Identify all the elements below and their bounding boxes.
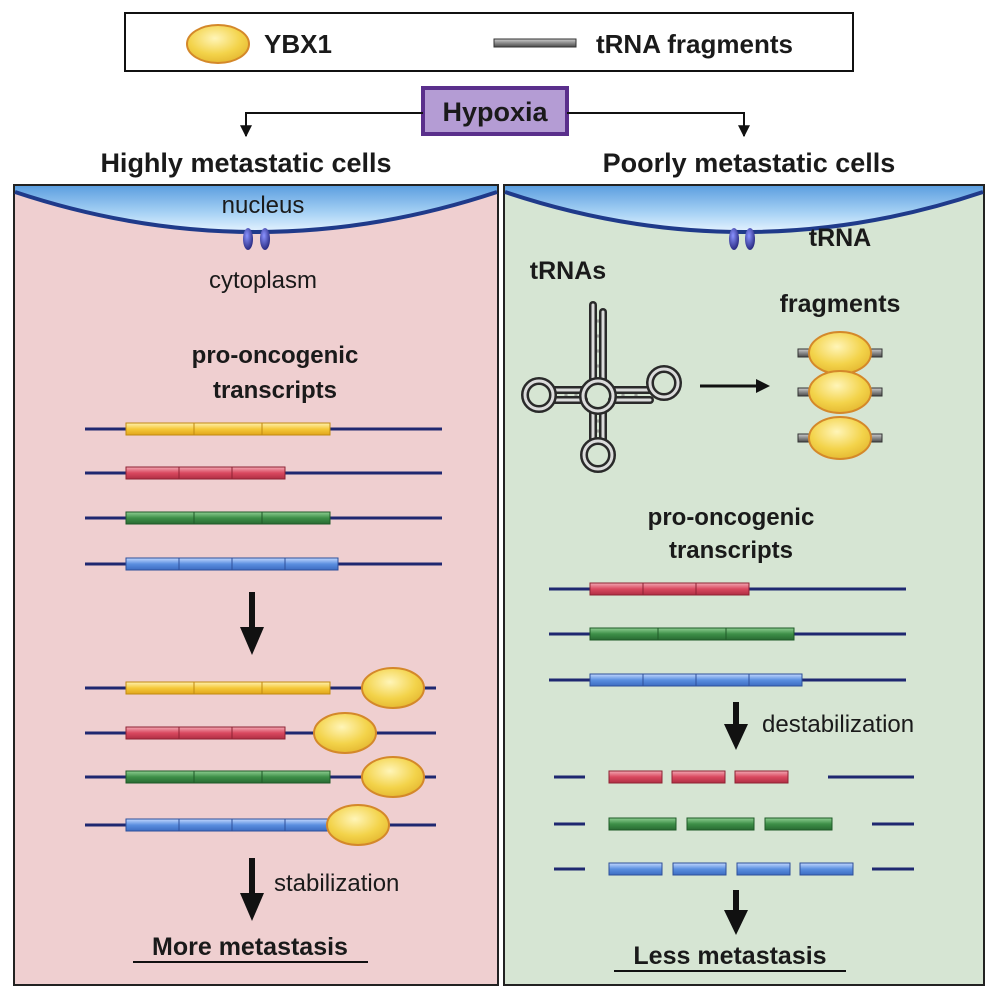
yellow-coding-segment (193, 681, 263, 695)
red-coding-segment (642, 582, 697, 596)
ybx1-protein-icon (808, 331, 872, 375)
yellow-coding-segment (261, 681, 331, 695)
left-nucleus-label: nucleus (222, 192, 305, 219)
green-coding-segment (125, 770, 195, 784)
blue-coding-segment (125, 818, 180, 832)
right-intact-transcripts (549, 582, 906, 687)
destabilization-label: destabilization (762, 711, 914, 738)
yellow-coding-segment (261, 422, 331, 436)
green-coding-segment (261, 511, 331, 525)
red-coding-segment (178, 726, 233, 740)
green-coding-segment (725, 627, 795, 641)
left-nuclear-pore-icon (243, 228, 253, 250)
blue-degraded-segment (608, 862, 663, 876)
legend-ybx1-icon (186, 24, 250, 64)
red-degraded-segment (608, 770, 663, 784)
trna-fragment-ybx1-complexes (797, 331, 883, 460)
right-fragments-label: tRNA (809, 224, 872, 252)
hypoxia-label: Hypoxia (442, 97, 548, 127)
green-coding-segment (261, 770, 331, 784)
right-outcome-arrow-head (724, 910, 748, 935)
left-transcripts-label: pro-oncogenic (192, 342, 359, 369)
left-intact-transcripts (85, 422, 442, 571)
red-coding-segment (231, 466, 286, 480)
green-coding-segment (657, 627, 727, 641)
destabilization-arrow-head (724, 724, 748, 750)
blue-coding-segment (284, 557, 339, 571)
blue-degraded-segment (672, 862, 727, 876)
legend-ybx1-label: YBX1 (264, 29, 332, 59)
green-coding-segment (193, 770, 263, 784)
red-coding-segment (231, 726, 286, 740)
stabilization-arrow-head (240, 893, 264, 921)
blue-coding-segment (178, 818, 233, 832)
stabilization-label: stabilization (274, 870, 399, 897)
right-fragments-label: fragments (780, 290, 901, 318)
right-panel: tRNAs tRNA fragments (503, 184, 985, 986)
left-down-arrow-head (240, 627, 264, 655)
blue-degraded-segment (799, 862, 854, 876)
blue-coding-segment (178, 557, 233, 571)
right-degraded-transcripts (554, 770, 914, 876)
red-coding-segment (125, 466, 180, 480)
less-metastasis-label: Less metastasis (633, 942, 826, 970)
green-degraded-segment (686, 817, 755, 831)
red-coding-segment (695, 582, 750, 596)
trna-cleavage-arrow-head (756, 379, 770, 393)
red-coding-segment (125, 726, 180, 740)
red-degraded-segment (671, 770, 726, 784)
red-degraded-segment (734, 770, 789, 784)
hypoxia-right-arrow (567, 112, 750, 138)
green-coding-segment (193, 511, 263, 525)
left-nuclear-membrane (14, 190, 498, 234)
right-nuclear-pore-icon (745, 228, 755, 250)
ybx1-protein-icon (361, 667, 425, 709)
legend-fragments-label: tRNA fragments (596, 29, 793, 59)
hypoxia-left-arrow (240, 112, 423, 138)
right-transcripts-label: pro-oncogenic (648, 504, 815, 531)
yellow-coding-segment (125, 681, 195, 695)
legend-fragment-icon (493, 38, 577, 48)
yellow-coding-segment (125, 422, 195, 436)
blue-coding-segment (125, 557, 180, 571)
green-degraded-segment (608, 817, 677, 831)
red-coding-segment (178, 466, 233, 480)
green-coding-segment (589, 627, 659, 641)
left-transcripts-label: transcripts (213, 377, 337, 404)
right-nuclear-pore-icon (729, 228, 739, 250)
left-panel-title: Highly metastatic cells (100, 148, 391, 178)
green-coding-segment (125, 511, 195, 525)
trnas-label: tRNAs (530, 257, 606, 285)
green-degraded-segment (764, 817, 833, 831)
right-panel-title: Poorly metastatic cells (603, 148, 896, 178)
blue-coding-segment (231, 818, 286, 832)
more-metastasis-label: More metastasis (152, 933, 348, 961)
blue-degraded-segment (736, 862, 791, 876)
left-stabilized-transcripts (85, 667, 436, 846)
left-panel: nucleus cytoplasm pro-oncogenic transcri… (13, 184, 499, 986)
ybx1-protein-icon (361, 756, 425, 798)
red-coding-segment (589, 582, 644, 596)
blue-coding-segment (231, 557, 286, 571)
ybx1-protein-icon (808, 370, 872, 414)
trna-cloverleaf-icon (521, 301, 682, 473)
ybx1-protein-icon (326, 804, 390, 846)
left-panel-background (13, 184, 499, 986)
blue-coding-segment (642, 673, 697, 687)
hypoxia-box (421, 86, 569, 136)
left-nuclear-pore-icon (260, 228, 270, 250)
ybx1-protein-icon (808, 416, 872, 460)
blue-coding-segment (748, 673, 803, 687)
ybx1-protein-icon (313, 712, 377, 754)
right-transcripts-label: transcripts (669, 537, 793, 564)
left-cytoplasm-label: cytoplasm (209, 267, 317, 294)
right-nuclear-membrane (504, 190, 984, 234)
blue-coding-segment (695, 673, 750, 687)
blue-coding-segment (589, 673, 644, 687)
yellow-coding-segment (193, 422, 263, 436)
